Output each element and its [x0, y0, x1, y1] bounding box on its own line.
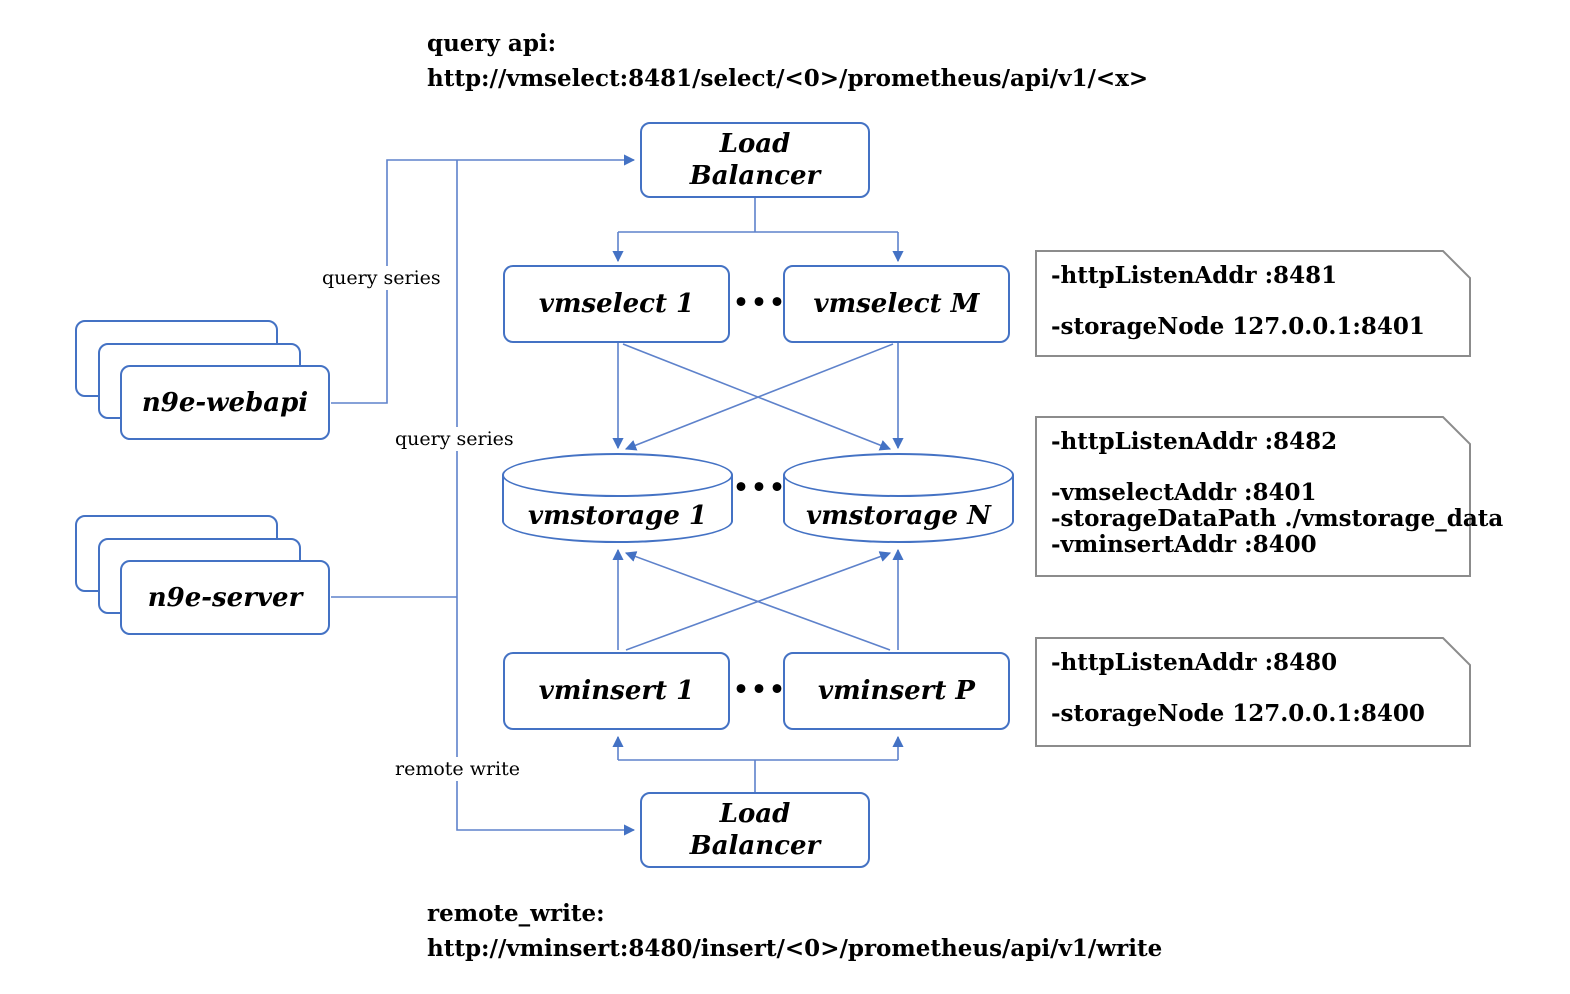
callout-vmselect-flags: -httpListenAddr :8481 -storageNode 127.0…	[1035, 250, 1471, 357]
vmstorage-n-label: vmstorage N	[806, 501, 991, 531]
node-vminsert-p: vminsert P	[783, 652, 1010, 730]
cylinder-top	[783, 453, 1014, 497]
vmselect-ellipsis: •••	[733, 288, 787, 317]
node-load-balancer-top: Load Balancer	[640, 122, 870, 198]
node-load-balancer-bottom: Load Balancer	[640, 792, 870, 868]
query-api-label: query api:	[427, 30, 557, 57]
edge-label-query-series-server: query series	[391, 427, 518, 451]
edge-sel1-stn	[622, 343, 892, 451]
callout-vmstorage-flags: -httpListenAddr :8482 -vmselectAddr :840…	[1035, 416, 1504, 577]
edge-lbtop-stem	[618, 198, 898, 233]
callout-line: -httpListenAddr :8482	[1051, 428, 1338, 455]
callout-vminsert-flags: -httpListenAddr :8480 -storageNode 127.0…	[1035, 637, 1471, 747]
remote-write-note: remote_write: http://vminsert:8480/inser…	[427, 896, 1162, 966]
callout-line: -vminsertAddr :8400	[1051, 531, 1317, 558]
callout-line: -httpListenAddr :8481	[1051, 262, 1338, 289]
callout-vmselect-text: -httpListenAddr :8481 -storageNode 127.0…	[1035, 250, 1471, 357]
load-balancer-bottom-label: Load Balancer	[689, 799, 821, 861]
remote-write-label: remote_write:	[427, 900, 605, 927]
node-vmselect-m: vmselect M	[783, 265, 1010, 343]
node-n9e-server-stack: n9e-server	[75, 515, 331, 636]
vminsert-ellipsis: •••	[733, 675, 787, 704]
callout-card-shape	[1035, 250, 1471, 357]
edge-lbbot-stem	[618, 759, 898, 792]
n9e-server-label: n9e-server	[147, 582, 303, 613]
remote-write-url: http://vminsert:8480/insert/<0>/promethe…	[427, 935, 1163, 962]
callout-vminsert-text: -httpListenAddr :8480 -storageNode 127.0…	[1035, 637, 1471, 747]
node-n9e-server: n9e-server	[120, 560, 330, 635]
node-vminsert-1: vminsert 1	[503, 652, 730, 730]
node-vmstorage-n: vmstorage N	[783, 453, 1014, 543]
vminsert-p-label: vminsert P	[818, 676, 975, 706]
vminsert-1-label: vminsert 1	[538, 676, 695, 706]
vmstorage-ellipsis: •••	[733, 473, 787, 502]
callout-line: -vmselectAddr :8401	[1051, 479, 1317, 506]
vmstorage-1-label: vmstorage 1	[527, 501, 708, 531]
query-api-note: query api: http://vmselect:8481/select/<…	[427, 26, 1148, 96]
node-vmstorage-1: vmstorage 1	[502, 453, 733, 543]
callout-line: -storageNode 127.0.0.1:8401	[1051, 313, 1425, 340]
node-vmselect-1: vmselect 1	[503, 265, 730, 343]
callout-card-shape	[1035, 637, 1471, 747]
callout-line: -httpListenAddr :8480	[1051, 649, 1338, 676]
edge-label-remote-write: remote write	[391, 757, 525, 781]
vmselect-1-label: vmselect 1	[538, 289, 695, 319]
node-n9e-webapi: n9e-webapi	[120, 365, 330, 440]
node-n9e-webapi-stack: n9e-webapi	[75, 320, 331, 441]
cylinder-top	[502, 453, 733, 497]
edge-trunk-to-lb-bottom	[456, 160, 636, 836]
callout-vmstorage-text: -httpListenAddr :8482 -vmselectAddr :840…	[1035, 416, 1504, 577]
callout-line: -storageNode 127.0.0.1:8400	[1051, 700, 1425, 727]
callout-line: -storageDataPath ./vmstorage_data	[1051, 505, 1504, 532]
edge-label-query-series-webapi: query series	[318, 266, 445, 290]
n9e-webapi-label: n9e-webapi	[141, 387, 309, 418]
edge-insp-st1	[624, 551, 891, 651]
edge-selm-st1	[624, 343, 894, 451]
vmselect-m-label: vmselect M	[813, 289, 980, 319]
callout-card-shape	[1035, 416, 1471, 577]
query-api-url: http://vmselect:8481/select/<0>/promethe…	[427, 65, 1149, 92]
load-balancer-top-label: Load Balancer	[689, 129, 821, 191]
